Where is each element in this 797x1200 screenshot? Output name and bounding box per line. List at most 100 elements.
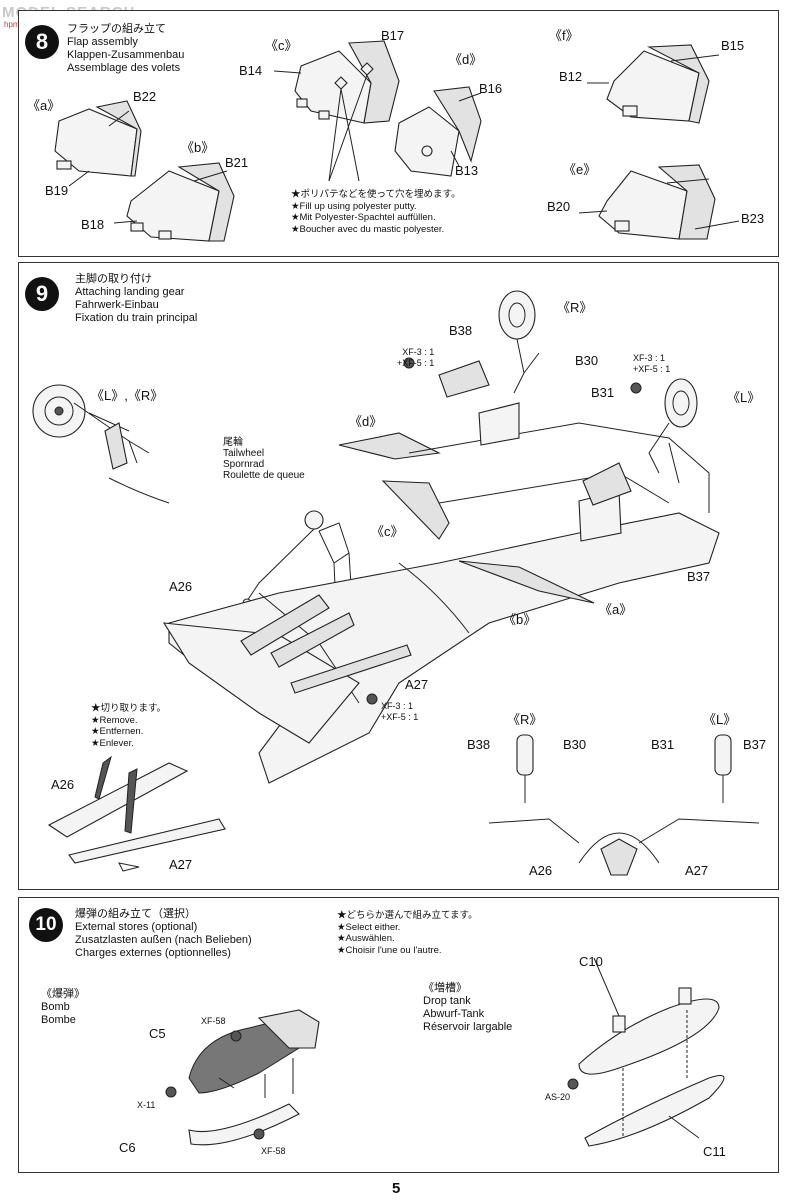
part-b18: B18 <box>81 217 105 232</box>
remove-a27-label: A27 <box>169 857 193 872</box>
remove-ja: ★切り取ります。 <box>91 703 167 714</box>
title-de: Klappen-Zusammenbau <box>67 49 185 61</box>
paint-3-line-0: XF-3 : 1 <box>381 701 414 711</box>
paint-2-line-1: +XF-5 : 1 <box>633 364 671 374</box>
paint-callout-2: XF-3 : 1 +XF-5 : 1 <box>633 353 670 375</box>
title-en: External stores (optional) <box>75 921 198 933</box>
part-b37: B37 <box>687 569 711 584</box>
front-b31-label: B31 <box>651 737 675 752</box>
tank-en: Drop tank <box>423 995 471 1007</box>
tank-de: Abwurf-Tank <box>423 1008 485 1020</box>
remove-en: ★Remove. <box>91 714 138 726</box>
front-a27-label: A27 <box>685 863 709 878</box>
part-c10: C10 <box>579 954 603 969</box>
step-9-panel: 9 主脚の取り付け Attaching landing gear Fahrwer… <box>18 262 779 890</box>
select-note: ★どちらか選んで組み立てます。 ★Select either. ★Auswähl… <box>337 910 478 956</box>
title-en: Flap assembly <box>67 36 138 48</box>
remove-inset-drawing <box>47 755 226 872</box>
tank-ja: 《増槽》 <box>423 982 467 994</box>
part-b17: B17 <box>381 28 405 43</box>
select-de: ★Auswählen. <box>337 933 395 944</box>
part-b21: B21 <box>225 155 249 170</box>
inset-gear-drawing <box>32 384 170 504</box>
inset-lr-label: 《L》,《R》 <box>91 388 164 403</box>
paint-callout-3: XF-3 : 1 +XF-5 : 1 <box>381 701 418 723</box>
gear-l-label: 《L》 <box>727 390 761 405</box>
part-a26: A26 <box>169 579 193 594</box>
title-en: Attaching landing gear <box>75 286 185 298</box>
flap-d-label: 《d》 <box>349 414 383 429</box>
remove-de: ★Entfernen. <box>91 726 144 737</box>
tailwheel-de: Spornrad <box>223 459 265 470</box>
step-10-number: 10 <box>29 908 63 942</box>
tailwheel-en: Tailwheel <box>223 448 265 459</box>
step-10-title: 爆弾の組み立て（選択） External stores (optional) Z… <box>75 908 252 960</box>
putty-note: ★ポリパテなどを使って穴を埋めます。 ★Fill up using polyes… <box>291 189 461 235</box>
main-gear-l-drawing <box>582 378 698 506</box>
flap-a-drawing <box>54 100 142 187</box>
part-b16: B16 <box>479 81 503 96</box>
tank-heading: 《増槽》 Drop tank Abwurf-Tank Réservoir lar… <box>423 982 512 1034</box>
title-fr: Assemblage des volets <box>67 62 181 74</box>
remove-a26-label: A26 <box>51 777 75 792</box>
variant-b-label: 《b》 <box>181 140 215 155</box>
title-de: Zusatzlasten außen (nach Belieben) <box>75 934 252 946</box>
aircraft-body-drawing <box>162 402 720 784</box>
select-en: ★Select either. <box>337 921 401 933</box>
variant-d-label: 《d》 <box>449 52 483 67</box>
title-ja: 主脚の取り付け <box>75 273 152 285</box>
step-9-number: 9 <box>25 277 59 311</box>
title-ja: 爆弾の組み立て（選択） <box>75 908 196 920</box>
paint-xf58-bottom: XF-58 <box>261 1146 286 1156</box>
flap-d-drawing <box>394 86 482 177</box>
flap-f-drawing <box>587 44 720 124</box>
flap-diagrams <box>54 40 740 242</box>
flap-e-drawing <box>578 164 740 240</box>
main-gear-r-drawing <box>438 290 540 398</box>
part-b38: B38 <box>449 323 473 338</box>
part-c5: C5 <box>149 1026 166 1041</box>
title-fr: Fixation du train principal <box>75 312 198 324</box>
paint-callout-1: XF-3 : 1 +XF-5 : 1 <box>397 347 434 369</box>
paint-1-line-1: +XF-5 : 1 <box>397 358 435 368</box>
step-10-panel: 10 爆弾の組み立て（選択） External stores (optional… <box>18 897 779 1173</box>
paint-3-line-1: +XF-5 : 1 <box>381 712 419 722</box>
page-number: 5 <box>392 1180 401 1197</box>
part-b12: B12 <box>559 69 583 84</box>
paint-as20: AS-20 <box>545 1092 571 1102</box>
gear-r-label: 《R》 <box>557 300 593 315</box>
note-ja: ★ポリパテなどを使って穴を埋めます。 <box>291 189 461 200</box>
part-b15: B15 <box>721 38 745 53</box>
part-b20: B20 <box>547 199 571 214</box>
step-8-title: フラップの組み立て Flap assembly Klappen-Zusammen… <box>67 23 184 75</box>
paint-x11: X-11 <box>137 1100 156 1110</box>
step-9-title: 主脚の取り付け Attaching landing gear Fahrwerk-… <box>75 273 197 325</box>
flap-a-label: 《a》 <box>599 602 633 617</box>
note-fr: ★Boucher avec du mastic polyester. <box>291 223 445 235</box>
variant-e-label: 《e》 <box>563 162 597 177</box>
part-b23: B23 <box>741 211 765 226</box>
part-c6: C6 <box>119 1140 136 1155</box>
front-b37-label: B37 <box>743 737 767 752</box>
drop-tank-drawing <box>567 957 725 1147</box>
part-b13: B13 <box>455 163 479 178</box>
tailwheel-ja: 尾輪 <box>223 437 243 448</box>
note-de: ★Mit Polyester-Spachtel auffüllen. <box>291 212 436 223</box>
part-b19: B19 <box>45 183 69 198</box>
part-a27: A27 <box>405 677 429 692</box>
flap-c-drawing <box>273 40 400 182</box>
front-b30-label: B30 <box>563 737 587 752</box>
bomb-drawing <box>165 1009 320 1146</box>
tank-fr: Réservoir largable <box>423 1021 513 1033</box>
external-stores-diagrams <box>165 957 725 1147</box>
variant-a-label: 《a》 <box>27 98 61 113</box>
front-view-drawing <box>488 734 760 876</box>
title-ja: フラップの組み立て <box>67 23 166 35</box>
step-8-number: 8 <box>25 25 59 59</box>
title-fr: Charges externes (optionnelles) <box>75 947 231 959</box>
variant-f-label: 《f》 <box>549 28 579 43</box>
select-fr: ★Choisir l'une ou l'autre. <box>337 944 442 956</box>
flap-b-label: 《b》 <box>503 612 537 627</box>
flap-b-drawing <box>113 162 235 242</box>
front-a26-label: A26 <box>529 863 553 878</box>
